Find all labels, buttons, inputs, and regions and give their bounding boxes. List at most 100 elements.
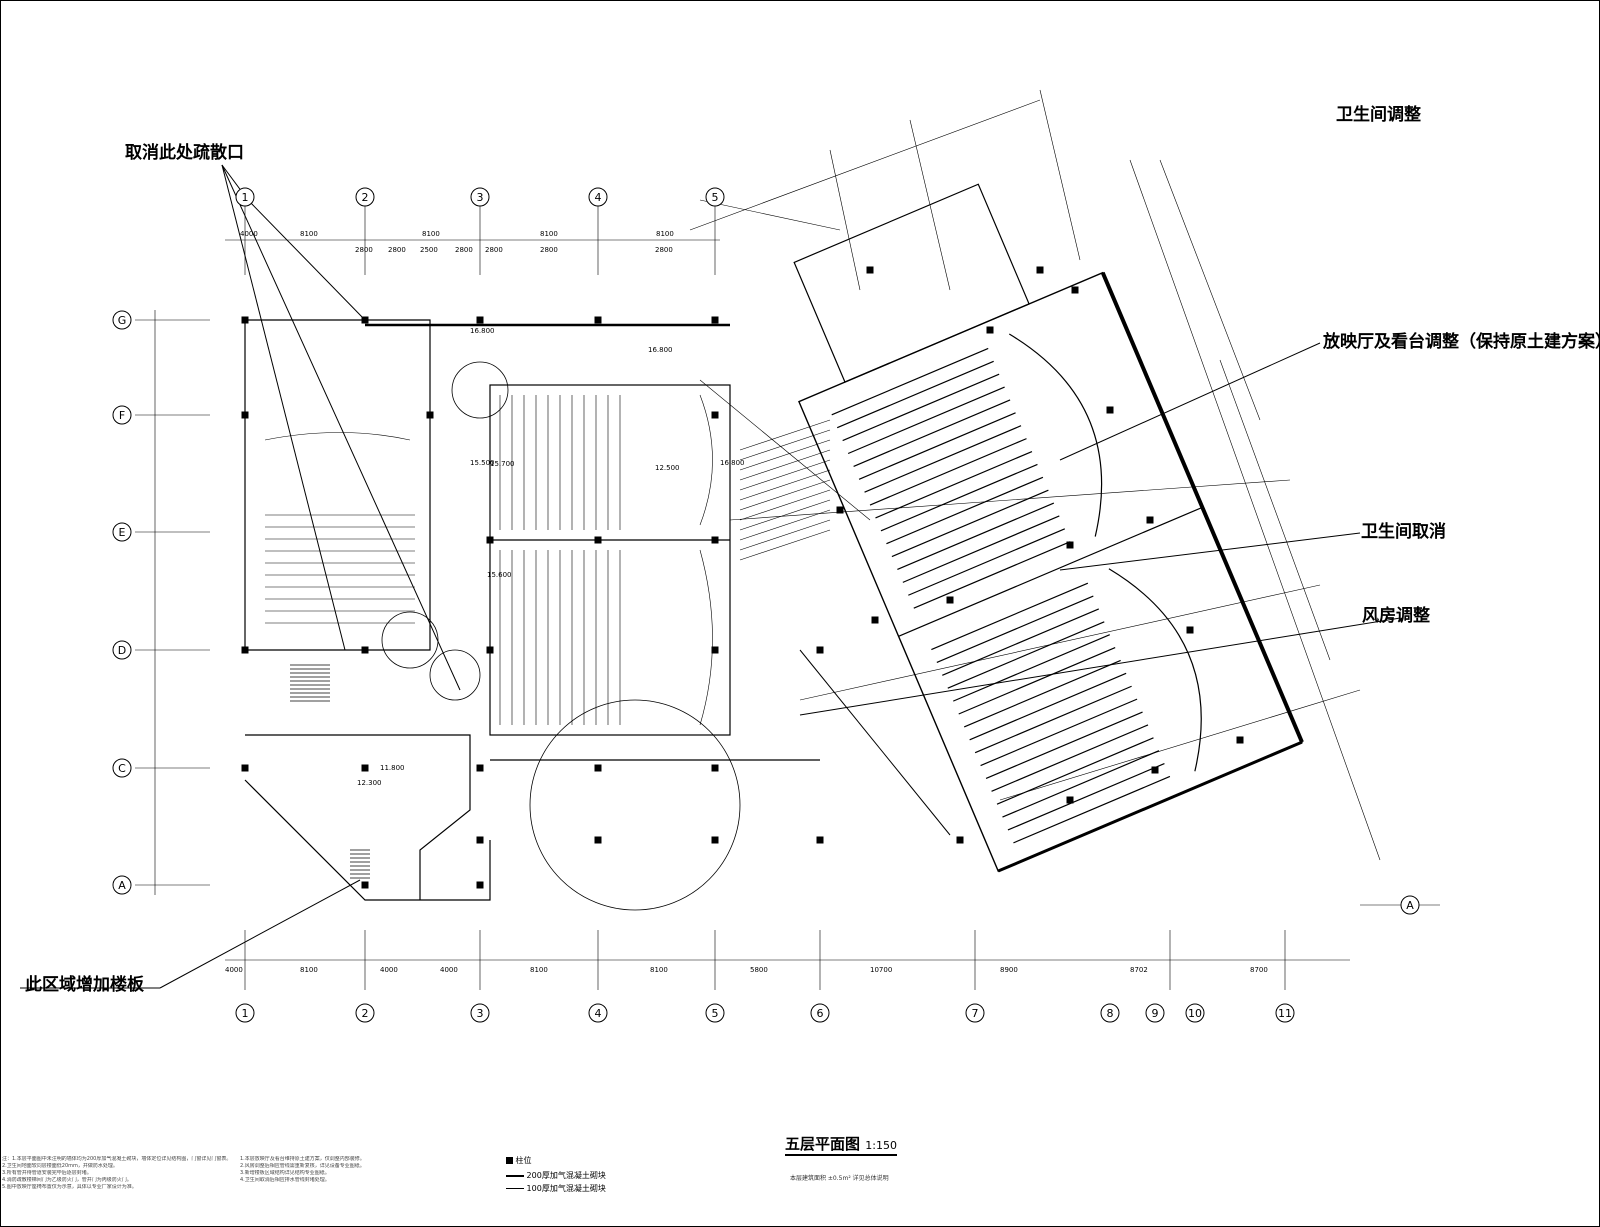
seat-row — [958, 647, 1116, 715]
column — [241, 411, 249, 419]
dimension-text: 2800 — [540, 246, 558, 254]
axis-bubble-label: 5 — [712, 191, 719, 204]
axis-bubble-circle — [112, 405, 132, 425]
seat-row-diagonal — [739, 479, 831, 511]
wall-lower-left — [245, 734, 471, 900]
axis-bubble-bottom: 8 — [1100, 1003, 1120, 1023]
axis-bubble-bottom: 1 — [235, 1003, 255, 1023]
note-line: 4.消防疏散楼梯间门为乙级防火门，管井门为丙级防火门。 — [2, 1177, 132, 1183]
seat-row — [897, 502, 1055, 571]
seat-row — [980, 698, 1138, 767]
axis-bubble-left: F — [112, 405, 132, 425]
seat-row — [913, 541, 1071, 609]
axis-bubble-left: G — [112, 310, 132, 330]
axis-bubble-label: 2 — [362, 1007, 369, 1020]
note-line: 1.本层放映厅及看台维持原土建方案，仅调整内部装修。 — [240, 1156, 365, 1162]
seat-row-diagonal — [739, 489, 831, 521]
elevation-text: 15.700 — [490, 460, 515, 468]
dimension-text: 2800 — [655, 246, 673, 254]
seat-row-diagonal — [739, 519, 831, 551]
seat-row-diagonal — [739, 469, 831, 501]
seat-row — [902, 515, 1060, 583]
seat-row — [963, 659, 1121, 728]
axis-bubble-circle — [112, 522, 132, 542]
column-legend-swatch — [506, 1157, 513, 1164]
column — [241, 764, 249, 772]
seat-row-diagonal — [739, 499, 831, 531]
column — [1066, 541, 1074, 549]
column — [476, 881, 484, 889]
seat-row — [858, 412, 1016, 480]
column — [816, 646, 824, 654]
elevation-text: 16.800 — [648, 346, 673, 354]
drawing-scale: 1:150 — [865, 1139, 897, 1152]
legend-item-wall-100: 100厚加气混凝土砌块 — [526, 1184, 606, 1193]
seat-row — [880, 463, 1038, 532]
highlight-circle — [429, 649, 481, 701]
axis-bubble-circle — [235, 187, 255, 207]
grid-line-wing — [1159, 159, 1261, 421]
seat-row — [974, 685, 1132, 754]
grid-line-wing — [1039, 89, 1081, 261]
callout-slab-area: 此区域增加楼板 — [25, 975, 144, 995]
column — [816, 836, 824, 844]
dimension-text: 8100 — [300, 966, 318, 974]
drawing-subnote: 本层建筑面积 ±0.5m² 详见总体说明 — [790, 1175, 889, 1182]
seat-row — [1007, 763, 1165, 831]
column — [1151, 766, 1159, 774]
seat-row — [842, 373, 1000, 442]
note-line: 2.卫生间地面较同层楼面低20mm，并做防水处理。 — [2, 1163, 118, 1169]
note-line: 注：1.本层平面图中未注明的墙体均为200厚加气混凝土砌块，墙体定位详见结构图，… — [2, 1156, 232, 1162]
axis-bubble-right: A — [1400, 895, 1420, 915]
axis-bubble-circle — [1145, 1003, 1165, 1023]
column — [476, 836, 484, 844]
elevation-text: 12.300 — [357, 779, 382, 787]
column — [946, 596, 954, 604]
seat-row — [875, 450, 1033, 519]
grid-line-wing-diagonal — [699, 379, 871, 521]
column — [1146, 516, 1154, 524]
axis-bubble-circle — [1400, 895, 1420, 915]
dimension-text: 4000 — [380, 966, 398, 974]
note-line: 2.风房调整后相应管线需重新复核，详见设备专业图纸。 — [240, 1163, 365, 1169]
drawing-title: 五层平面图 1:150 — [785, 1135, 897, 1156]
seat-row-diagonal — [739, 439, 831, 471]
misc-linework — [290, 361, 741, 911]
drawing-title-block: 五层平面图 1:150 — [785, 1133, 897, 1156]
elevation-text: 12.500 — [655, 464, 680, 472]
dimension-text: 2800 — [455, 246, 473, 254]
axis-bubble-bottom: 3 — [470, 1003, 490, 1023]
screen-arc — [1008, 333, 1103, 537]
column — [361, 646, 369, 654]
wall-lower-corner — [244, 779, 491, 901]
dimension-text: 4000 — [440, 966, 458, 974]
cinema-seating — [264, 394, 831, 726]
axis-bubble-left: D — [112, 640, 132, 660]
dimension-text: 2800 — [355, 246, 373, 254]
axis-bubble-bottom: 9 — [1145, 1003, 1165, 1023]
column — [711, 316, 719, 324]
axis-bubble-bottom: 4 — [588, 1003, 608, 1023]
column — [426, 411, 434, 419]
callout-leaders — [20, 164, 1401, 989]
axis-bubble-circle — [112, 875, 132, 895]
rotated-wing — [793, 183, 1304, 873]
leader-diagonal — [799, 649, 951, 836]
screen-arc — [699, 549, 713, 726]
leader-toilet-cancel — [1059, 532, 1361, 571]
grid-line-wing-diagonal — [729, 479, 1291, 521]
dimension-line-wing-top — [689, 99, 1041, 231]
column — [594, 536, 602, 544]
axis-bubble-left: C — [112, 758, 132, 778]
column — [711, 836, 719, 844]
column — [956, 836, 964, 844]
axis-bubble-label: 9 — [1152, 1007, 1159, 1020]
seat-row — [985, 711, 1143, 779]
elevation-text: 16.800 — [720, 459, 745, 467]
axis-bubble-circle — [588, 1003, 608, 1023]
walls — [244, 183, 1304, 901]
axis-bubble-circle — [355, 1003, 375, 1023]
note-line: 5.图中放映厅座椅布置仅为示意，具体以专业厂家设计为准。 — [2, 1184, 137, 1190]
grid-line-wing — [829, 149, 861, 291]
seat-row — [886, 476, 1044, 545]
